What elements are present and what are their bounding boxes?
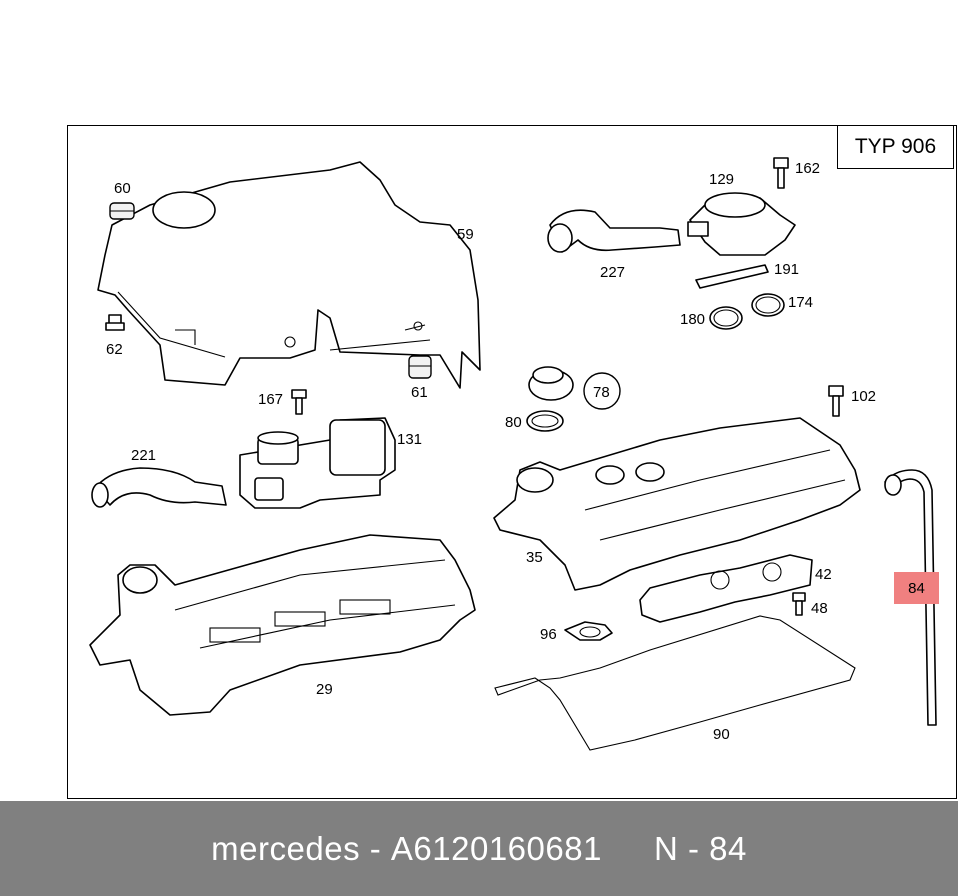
part-78-oil-cap[interactable] — [528, 366, 574, 401]
callout-167: 167 — [258, 391, 283, 408]
part-35-valve-cover[interactable] — [493, 417, 861, 591]
callout-42: 42 — [815, 566, 832, 583]
part-227-hose[interactable] — [547, 209, 681, 253]
part-62-bolt[interactable] — [105, 314, 125, 331]
part-129-pressure-valve[interactable] — [687, 192, 796, 256]
footer-brand: mercedes — [211, 829, 361, 867]
callout-62: 62 — [106, 341, 123, 358]
callout-35: 35 — [526, 549, 543, 566]
callout-221: 221 — [131, 447, 156, 464]
part-174-seal-ring[interactable] — [751, 293, 785, 317]
part-61-grommet[interactable] — [408, 355, 432, 379]
part-80-seal[interactable] — [526, 410, 564, 432]
callout-174: 174 — [788, 294, 813, 311]
callout-78: 78 — [593, 384, 610, 401]
part-167-bolt[interactable] — [291, 389, 307, 415]
part-60-grommet[interactable] — [109, 202, 135, 220]
footer-banner: mercedes - A6120160681 N - 84 — [0, 801, 958, 896]
part-48-bolt[interactable] — [792, 592, 806, 616]
callout-102: 102 — [851, 388, 876, 405]
part-162-bolt[interactable] — [773, 157, 789, 189]
part-191-seal-strip[interactable] — [695, 264, 769, 289]
callout-78-circle — [583, 372, 621, 410]
callout-96: 96 — [540, 626, 557, 643]
callout-131: 131 — [397, 431, 422, 448]
callout-180: 180 — [680, 311, 705, 328]
part-221-hose[interactable] — [91, 467, 227, 508]
footer-part-number: A6120160681 — [390, 829, 602, 867]
callout-90: 90 — [713, 726, 730, 743]
callout-162: 162 — [795, 160, 820, 177]
part-29-valve-cover[interactable] — [89, 534, 476, 716]
footer-ref: N - 84 — [653, 829, 747, 867]
callout-61: 61 — [411, 384, 428, 401]
callout-48: 48 — [811, 600, 828, 617]
callout-227: 227 — [600, 264, 625, 281]
diagram-frame — [67, 125, 957, 799]
part-102-bolt[interactable] — [828, 385, 844, 417]
callout-191: 191 — [774, 261, 799, 278]
part-84-tube[interactable] — [884, 469, 937, 726]
part-131-oil-separator[interactable] — [239, 417, 396, 509]
callout-84-highlight[interactable]: 84 — [894, 572, 939, 604]
callout-129: 129 — [709, 171, 734, 188]
part-96-gasket[interactable] — [564, 621, 613, 641]
callout-60: 60 — [114, 180, 131, 197]
part-180-seal-ring[interactable] — [709, 306, 743, 330]
footer-dash: - — [369, 829, 382, 867]
part-59-engine-cover[interactable] — [97, 161, 481, 389]
part-90-gasket[interactable] — [494, 615, 856, 751]
callout-59: 59 — [457, 226, 474, 243]
callout-80: 80 — [505, 414, 522, 431]
type-label: TYP 906 — [837, 125, 954, 169]
callout-84: 84 — [908, 579, 925, 597]
part-42-camshaft-housing[interactable] — [639, 554, 813, 623]
callout-29: 29 — [316, 681, 333, 698]
